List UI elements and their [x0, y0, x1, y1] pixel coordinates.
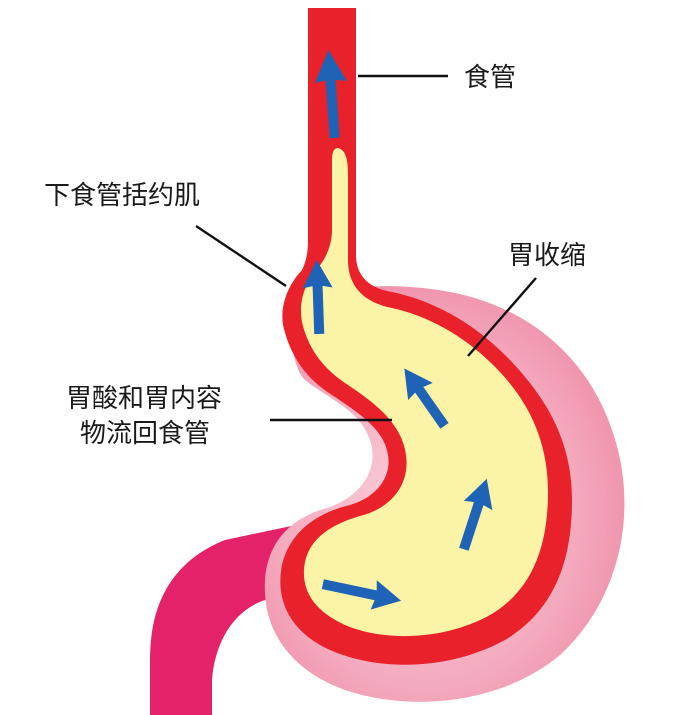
label-stomach-contraction: 胃收缩: [508, 241, 586, 271]
arrow-upper-stomach-icon: [404, 368, 449, 429]
arrow-sphincter-icon: [302, 260, 333, 335]
leader-lower-sphincter: [195, 225, 287, 287]
arrow-right-stomach-icon: [459, 478, 493, 551]
leader-stomach-contraction: [467, 277, 537, 357]
label-lower-sphincter: 下食管括约肌: [44, 181, 200, 211]
label-esophagus: 食管: [464, 63, 516, 93]
arrow-esophagus-icon: [314, 50, 347, 139]
arrow-lower-stomach-icon: [321, 579, 402, 610]
label-reflux-line2: 物流回食管: [80, 419, 210, 449]
label-reflux-line1: 胃酸和胃内容: [66, 384, 222, 414]
